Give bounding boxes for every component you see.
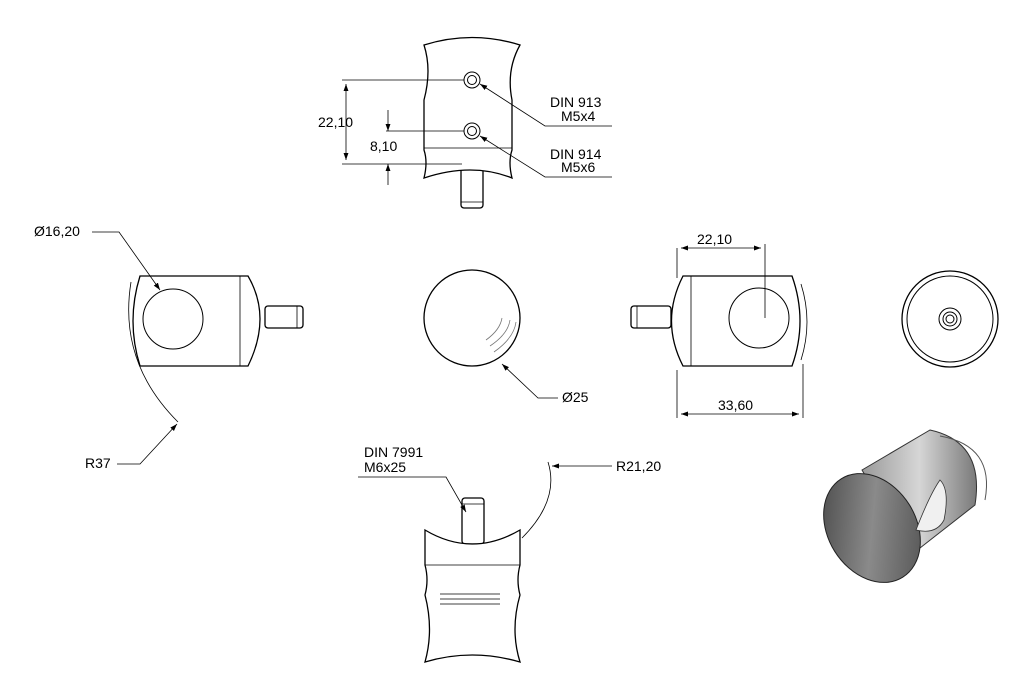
- end-view: [901, 270, 999, 368]
- left-side-view: [128, 275, 304, 423]
- radius-left-label: R37: [85, 455, 111, 471]
- top-dim-outer-label: 22,10: [318, 114, 353, 130]
- right-dim-bottom-label: 33,60: [718, 397, 753, 413]
- radius-bottom-label: R21,20: [616, 458, 661, 474]
- bolt-size-label: M6x25: [364, 459, 406, 475]
- bolt-standard-label: DIN 7991: [364, 444, 423, 460]
- body-diameter-label: Ø25: [562, 389, 589, 405]
- bottom-dimensions: [358, 463, 612, 513]
- front-view: [423, 269, 558, 399]
- bottom-view: [424, 461, 552, 663]
- isometric-view: [823, 429, 987, 583]
- right-dim-top-label: 22,10: [697, 231, 732, 247]
- right-dimensions: [676, 244, 804, 418]
- screw1-size-label: M5x4: [561, 108, 595, 124]
- screw2-standard-label: DIN 914: [550, 146, 602, 162]
- left-dimensions: [92, 231, 178, 465]
- top-view: [423, 36, 521, 209]
- top-dimensions: [342, 79, 612, 185]
- hole-diameter-label: Ø16,20: [34, 223, 80, 239]
- screw1-standard-label: DIN 913: [550, 94, 602, 110]
- screw2-size-label: M5x6: [561, 159, 595, 175]
- top-dim-inner-label: 8,10: [370, 138, 397, 154]
- right-side-view: [630, 275, 808, 367]
